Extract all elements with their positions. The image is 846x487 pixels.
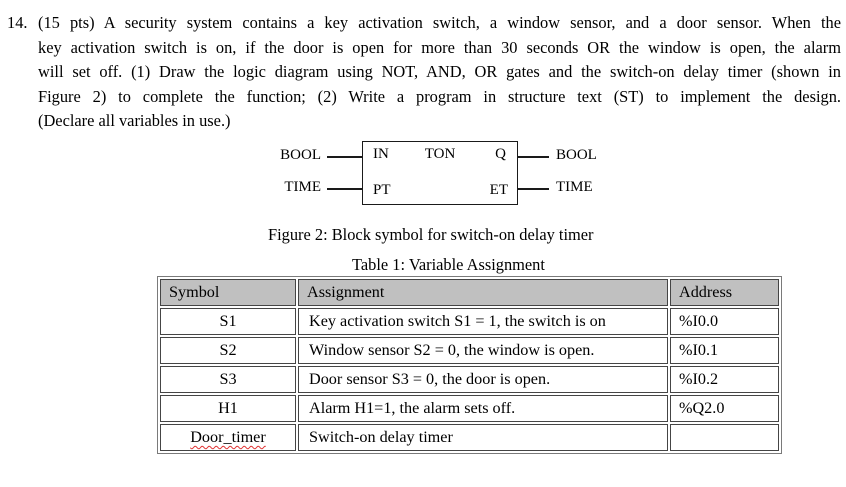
table-header-row: Symbol Assignment Address xyxy=(160,279,779,306)
ton-input-pt: PT xyxy=(373,182,391,198)
problem-line: (15 pts) A security system contains a ke… xyxy=(38,13,841,32)
cell-symbol: S2 xyxy=(160,337,296,364)
column-header-assignment: Assignment xyxy=(298,279,668,306)
cell-address: %I0.0 xyxy=(670,308,779,335)
ton-output-q: Q xyxy=(495,146,506,162)
cell-symbol: Door_timer xyxy=(160,424,296,451)
cell-symbol: S1 xyxy=(160,308,296,335)
table-row: S2 Window sensor S2 = 0, the window is o… xyxy=(160,337,779,364)
type-label-bool-left: BOOL xyxy=(280,147,321,163)
cell-assignment: Door sensor S3 = 0, the door is open. xyxy=(298,366,668,393)
problem-line: (Declare all variables in use.) xyxy=(38,111,231,130)
cell-assignment: Window sensor S2 = 0, the window is open… xyxy=(298,337,668,364)
problem-number: 14. xyxy=(7,13,28,32)
cell-address xyxy=(670,424,779,451)
ton-block-title: TON xyxy=(424,146,456,162)
type-label-time-right: TIME xyxy=(556,179,593,195)
cell-address: %Q2.0 xyxy=(670,395,779,422)
wire-q xyxy=(518,156,549,158)
figure-caption: Figure 2: Block symbol for switch-on del… xyxy=(268,225,594,244)
problem-line: Figure 2) to complete the function; (2) … xyxy=(38,86,841,106)
type-label-time-left: TIME xyxy=(284,179,321,195)
cell-symbol: H1 xyxy=(160,395,296,422)
column-header-symbol: Symbol xyxy=(160,279,296,306)
table-caption: Table 1: Variable Assignment xyxy=(352,255,545,274)
cell-assignment: Switch-on delay timer xyxy=(298,424,668,451)
variable-assignment-table: Symbol Assignment Address S1 Key activat… xyxy=(157,276,782,454)
problem-line: will set off. (1) Draw the logic diagram… xyxy=(38,62,841,81)
cell-address: %I0.2 xyxy=(670,366,779,393)
misspelled-word: Door_timer xyxy=(190,428,266,446)
wire-et xyxy=(518,188,549,190)
wire-in xyxy=(327,156,362,158)
type-label-bool-right: BOOL xyxy=(556,147,597,163)
wire-pt xyxy=(327,188,362,190)
cell-symbol: S3 xyxy=(160,366,296,393)
cell-assignment: Alarm H1=1, the alarm sets off. xyxy=(298,395,668,422)
ton-function-block: IN TON Q PT ET xyxy=(362,141,518,205)
table-row: S3 Door sensor S3 = 0, the door is open.… xyxy=(160,366,779,393)
table-row: Door_timer Switch-on delay timer xyxy=(160,424,779,451)
ton-input-in: IN xyxy=(373,146,389,162)
column-header-address: Address xyxy=(670,279,779,306)
cell-address: %I0.1 xyxy=(670,337,779,364)
problem-paragraph: 14. (15 pts) A security system contains … xyxy=(7,11,841,134)
table-row: H1 Alarm H1=1, the alarm sets off. %Q2.0 xyxy=(160,395,779,422)
table-row: S1 Key activation switch S1 = 1, the swi… xyxy=(160,308,779,335)
ton-output-et: ET xyxy=(489,182,508,198)
cell-assignment: Key activation switch S1 = 1, the switch… xyxy=(298,308,668,335)
problem-line: key activation switch is on, if the door… xyxy=(38,37,841,57)
